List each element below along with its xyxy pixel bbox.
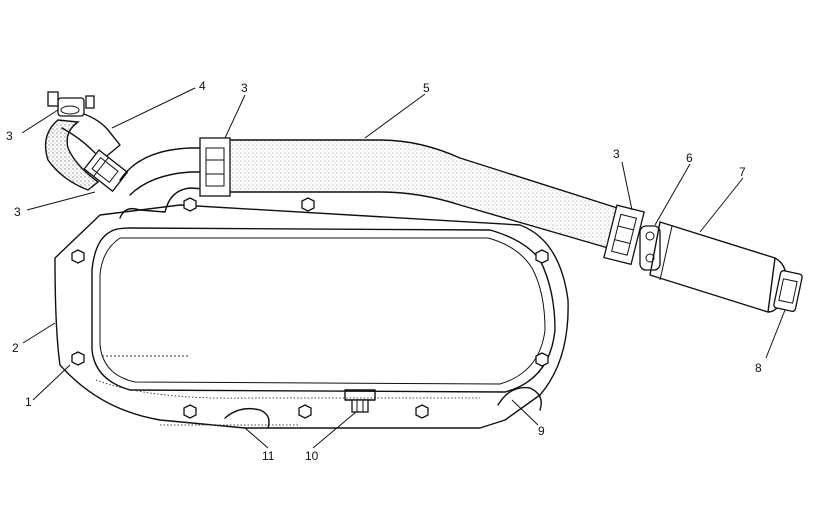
cutaway-11 [224,407,270,429]
bolt-icon [535,249,549,264]
bolt-icon [415,404,429,419]
weld-seam-lower [95,379,480,399]
callout-4: 4 [199,79,206,93]
flange-bolts [71,197,549,419]
callout-6: 6 [686,151,693,165]
drain-plug [344,389,376,413]
housing-inner [91,227,556,393]
bolt-icon [535,352,549,367]
callout-10: 10 [305,449,319,463]
callout-2: 2 [12,341,19,355]
elbow-cap [47,91,95,117]
bolt-icon [183,404,197,419]
callout-7: 7 [739,165,746,179]
tube-clamp-right [603,204,645,266]
tube-clamp-left [199,137,231,197]
callout-9: 9 [538,424,545,438]
bolt-icon [71,249,85,264]
callout-8: 8 [755,361,762,375]
callout-3-right: 3 [613,147,620,161]
leader-lines [21,87,786,449]
callout-11: 11 [262,449,275,463]
callout-3-left: 3 [14,205,21,219]
cutaway-9 [497,386,542,411]
bolt-icon [183,197,197,212]
housing-inner-rim [99,237,546,385]
resonator [649,221,787,313]
elbow-to-tube [119,147,206,196]
callout-3-center: 3 [241,81,248,95]
coupling-ring [639,225,661,271]
elbow-clamp [83,149,129,193]
end-cap [773,270,803,312]
callout-5: 5 [423,81,430,95]
bolt-icon [301,197,315,212]
callout-1: 1 [25,395,32,409]
flange-tab [119,187,221,219]
bolt-icon [298,404,312,419]
callout-3-top-left: 3 [6,129,13,143]
elbow-pipe [44,119,100,191]
elbow-pipe-top [61,111,121,161]
bolt-icon [71,351,85,366]
housing-outer [54,204,569,429]
main-tailpipe-outline [219,139,631,253]
